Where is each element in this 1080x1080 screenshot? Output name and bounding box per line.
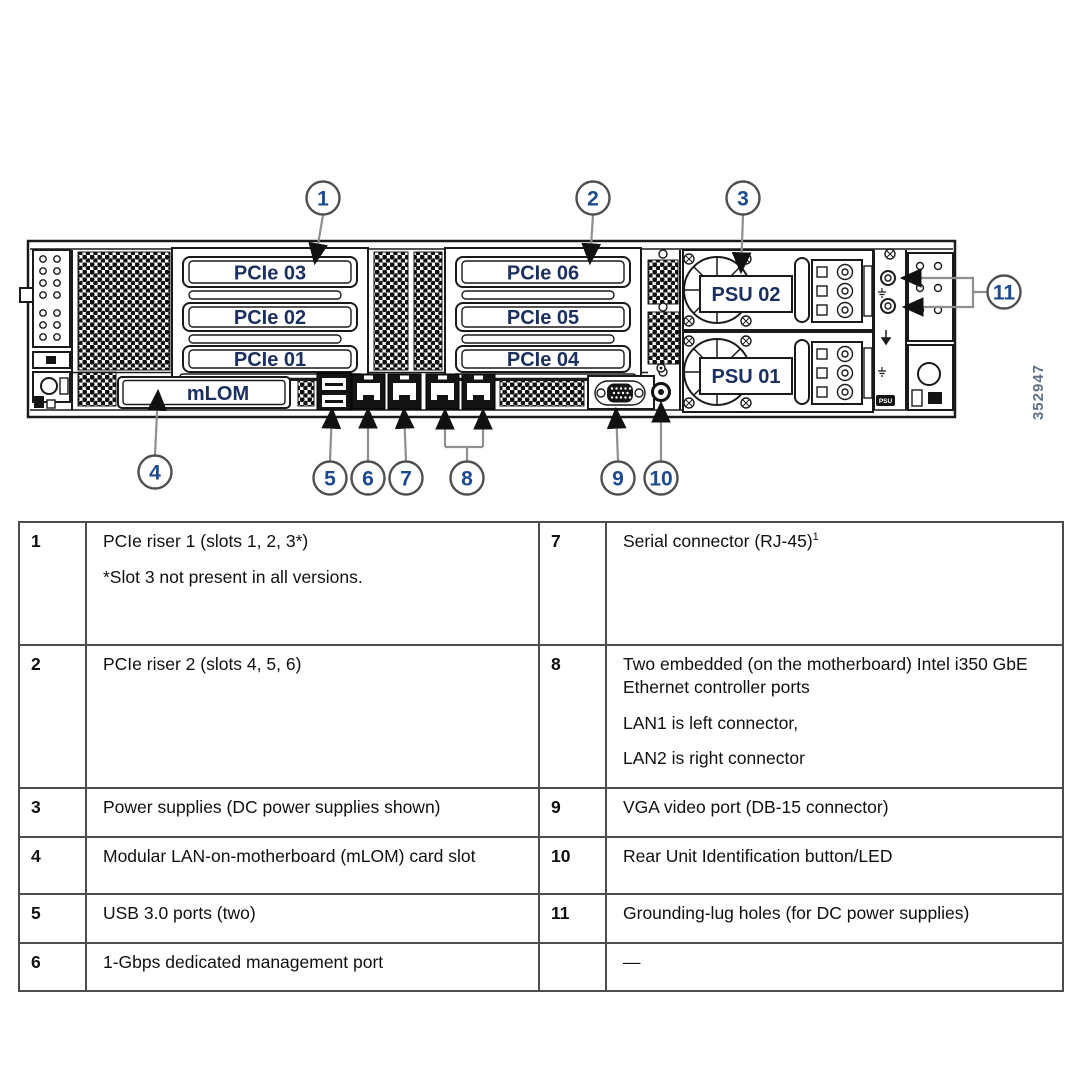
- legend-desc: VGA video port (DB-15 connector): [605, 787, 1064, 838]
- callout-2: 2: [575, 180, 611, 216]
- serial-port: [387, 373, 422, 410]
- legend-num: 10: [538, 835, 607, 895]
- psu-tiny-label: PSU: [879, 398, 893, 405]
- left-end-panel: [19, 249, 73, 410]
- legend-desc: PCIe riser 1 (slots 1, 2, 3*) *Slot 3 no…: [85, 521, 540, 646]
- psu02-label: PSU 02: [712, 284, 781, 306]
- callout-8-number: 8: [461, 468, 473, 491]
- legend-desc: —: [605, 941, 1064, 993]
- vga-port: [587, 375, 655, 410]
- pcie-slot1-label: PCIe 01: [234, 349, 306, 371]
- legend-line: USB 3.0 ports (two): [103, 902, 256, 923]
- legend-table: 1 PCIe riser 1 (slots 1, 2, 3*) *Slot 3 …: [18, 521, 1064, 993]
- usb-ports: [316, 372, 352, 411]
- pcie-slot3-label: PCIe 03: [234, 263, 306, 285]
- legend-desc: 1-Gbps dedicated management port: [85, 941, 540, 993]
- legend-desc: USB 3.0 ports (two): [85, 892, 540, 944]
- legend-num: 11: [538, 892, 607, 944]
- callout-11: 11: [986, 274, 1022, 310]
- pcie-riser2-cage: PCIe 06 PCIe 05 PCIe 04: [444, 247, 642, 381]
- callout-5-number: 5: [324, 468, 336, 491]
- legend-line-text: Serial connector (RJ-45): [623, 531, 813, 551]
- callout-4-number: 4: [149, 462, 161, 485]
- callout-9-number: 9: [612, 468, 624, 491]
- table-row: 2 PCIe riser 2 (slots 4, 5, 6) 8 Two emb…: [18, 644, 1064, 789]
- legend-desc: Modular LAN-on-motherboard (mLOM) card s…: [85, 835, 540, 895]
- lan2-port: [461, 373, 496, 410]
- lan1-port: [425, 373, 460, 410]
- table-row: 4 Modular LAN-on-motherboard (mLOM) card…: [18, 835, 1064, 895]
- legend-line: PCIe riser 1 (slots 1, 2, 3*): [103, 531, 309, 551]
- callout-leaders: [147, 214, 987, 462]
- legend-desc: Power supplies (DC power supplies shown): [85, 787, 540, 838]
- table-row: 1 PCIe riser 1 (slots 1, 2, 3*) *Slot 3 …: [18, 521, 1064, 646]
- legend-num: 2: [18, 644, 87, 789]
- callout-1: 1: [305, 180, 341, 216]
- legend-line: *Slot 3 not present in all versions.: [103, 566, 363, 587]
- callout-4: 4: [137, 454, 173, 490]
- legend-desc: PCIe riser 2 (slots 4, 5, 6): [85, 644, 540, 789]
- callout-8: 8: [449, 460, 485, 496]
- callout-10: 10: [643, 460, 679, 496]
- legend-line: Modular LAN-on-motherboard (mLOM) card s…: [103, 845, 476, 866]
- right-rack-ear: [907, 252, 954, 411]
- table-row: 5 USB 3.0 ports (two) 11 Grounding-lug h…: [18, 892, 1064, 944]
- legend-line: Rear Unit Identification button/LED: [623, 845, 893, 866]
- legend-line: LAN1 is left connector,: [623, 712, 799, 733]
- legend-num: 7: [538, 521, 607, 646]
- legend-num: 8: [538, 644, 607, 789]
- legend-desc: Serial connector (RJ-45)1: [605, 521, 1064, 646]
- legend-num: 9: [538, 787, 607, 838]
- rear-panel-diagram: PCIe 03 PCIe 02 PCIe 01 PCIe 06 PCIe 05 …: [19, 180, 1047, 496]
- legend-line: Two embedded (on the motherboard) Intel …: [623, 654, 1028, 697]
- mlom-label: mLOM: [187, 383, 249, 405]
- legend-num: 4: [18, 835, 87, 895]
- callout-6-number: 6: [362, 468, 374, 491]
- management-port: [351, 373, 386, 410]
- legend-num: [538, 941, 607, 993]
- callout-5: 5: [312, 460, 348, 496]
- pcie-riser1-cage: PCIe 03 PCIe 02 PCIe 01: [171, 247, 369, 381]
- callout-7-number: 7: [400, 468, 412, 491]
- legend-line: LAN2 is right connector: [623, 748, 805, 769]
- callout-2-number: 2: [587, 188, 599, 211]
- callout-6: 6: [350, 460, 386, 496]
- figure-id: 352947: [1030, 364, 1047, 420]
- server-rear-panel-figure: PCIe 03 PCIe 02 PCIe 01 PCIe 06 PCIe 05 …: [0, 0, 1080, 505]
- legend-num: 1: [18, 521, 87, 646]
- legend-num: 5: [18, 892, 87, 944]
- legend-desc: Two embedded (on the motherboard) Intel …: [605, 644, 1064, 789]
- pcie-slot6-label: PCIe 06: [507, 263, 579, 285]
- table-row: 3 Power supplies (DC power supplies show…: [18, 787, 1064, 838]
- legend-line: Grounding-lug holes (for DC power suppli…: [623, 902, 970, 923]
- vent-panels: [77, 251, 681, 407]
- callout-11-number: 11: [993, 282, 1016, 305]
- callout-9: 9: [600, 460, 636, 496]
- footnote-marker: 1: [812, 531, 819, 544]
- pcie-slot5-label: PCIe 05: [507, 307, 579, 329]
- legend-line: Serial connector (RJ-45)1: [623, 530, 1052, 553]
- legend-line: VGA video port (DB-15 connector): [623, 797, 889, 817]
- table-row: 6 1-Gbps dedicated management port —: [18, 941, 1064, 993]
- callout-7: 7: [388, 460, 424, 496]
- mlom-slot: mLOM: [117, 376, 291, 409]
- psu-bay-01: PSU 01: [682, 331, 874, 413]
- callout-3-number: 3: [737, 188, 749, 211]
- legend-line: Power supplies (DC power supplies shown): [103, 797, 441, 817]
- pcie-slot4-label: PCIe 04: [507, 349, 580, 371]
- psu01-label: PSU 01: [712, 366, 781, 388]
- legend-line: —: [623, 951, 641, 972]
- callout-10-number: 10: [649, 468, 672, 491]
- pcie-slot2-label: PCIe 02: [234, 307, 306, 329]
- legend-num: 6: [18, 941, 87, 993]
- legend-desc: Rear Unit Identification button/LED: [605, 835, 1064, 895]
- callout-1-number: 1: [317, 188, 329, 211]
- legend-line: 1-Gbps dedicated management port: [103, 951, 384, 972]
- legend-line: PCIe riser 2 (slots 4, 5, 6): [103, 654, 302, 674]
- psu-bay-02: PSU 02: [682, 249, 874, 331]
- legend-desc: Grounding-lug holes (for DC power suppli…: [605, 892, 1064, 944]
- callout-3: 3: [725, 180, 761, 216]
- legend-num: 3: [18, 787, 87, 838]
- uid-button: [651, 363, 671, 402]
